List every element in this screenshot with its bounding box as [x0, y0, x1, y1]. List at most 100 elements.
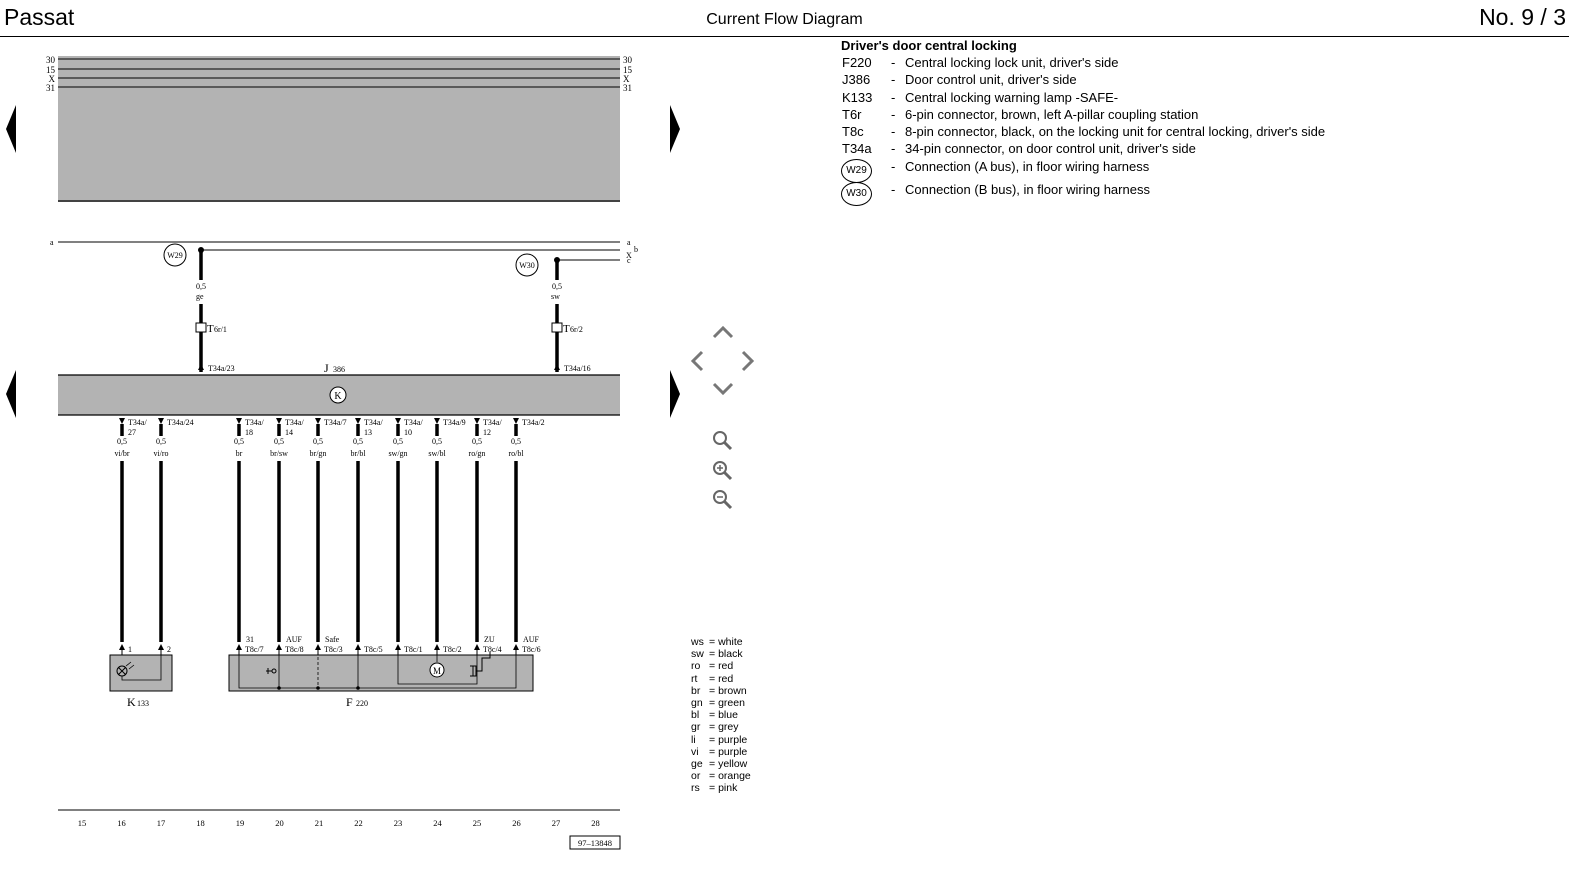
wire-pin-top-sub: 12: [483, 428, 491, 437]
vehicle-model: Passat: [4, 4, 75, 30]
color-abbr: gn: [691, 696, 703, 709]
track-number: 21: [315, 818, 324, 828]
motor-symbol: M: [433, 666, 441, 676]
legend-connection-item: W30-Connection (B bus), in floor wiring …: [841, 181, 1150, 206]
pan-right-icon[interactable]: [741, 350, 755, 372]
pin-arrow-top: [355, 418, 361, 424]
pin-arrow-bottom: [276, 644, 282, 650]
pin-arrow-top: [158, 418, 164, 424]
color-full-name: pink: [718, 782, 738, 795]
connection-w29: W29 0,5 ge T 6r/1 T34a/23: [163, 243, 235, 373]
wire-color: br/bl: [350, 449, 366, 458]
legend-code: F220: [842, 55, 872, 70]
track-number: 16: [117, 818, 126, 828]
zoom-out-icon[interactable]: [712, 489, 734, 511]
color-full-name: blue: [718, 709, 738, 722]
w29-label: W29: [167, 251, 183, 260]
plug-t6r1-sub: 6r/1: [214, 325, 227, 334]
pan-down-icon[interactable]: [712, 382, 734, 396]
j386-symbol-icon: K: [334, 391, 342, 402]
wire-pin-bottom: T8c/4: [483, 645, 502, 654]
bus-label-x: X: [626, 251, 632, 260]
legend-dash: -: [891, 141, 896, 157]
plug-t6r2-icon: [551, 322, 563, 333]
wire-pin-top-sub: 10: [404, 428, 412, 437]
wire-color: vi/ro: [153, 449, 168, 458]
next-page-upper-arrow-icon[interactable]: [668, 105, 682, 153]
color-full-name: red: [718, 660, 734, 673]
color-abbr: rt: [691, 672, 698, 685]
color-abbr: ge: [691, 757, 703, 770]
wire-size: 0,5: [234, 437, 244, 446]
wire-pin-top: T34a/7: [324, 418, 347, 427]
wire-color: br: [236, 449, 243, 458]
control-unit-j386: J 386 K: [58, 361, 620, 416]
page-title: Current Flow Diagram: [706, 11, 863, 28]
wire-size: 0,5: [313, 437, 323, 446]
prev-page-upper-arrow-icon[interactable]: [4, 105, 18, 153]
color-abbr: li: [691, 733, 696, 746]
zoom-fit-icon[interactable]: [712, 430, 734, 452]
pin-arrow-top: [119, 418, 125, 424]
legend-dash: -: [891, 72, 896, 88]
wire-pin-top: T34a/: [128, 418, 147, 427]
color-name: = yellow: [709, 757, 748, 770]
pan-left-icon[interactable]: [690, 350, 704, 372]
wire-size: 0,5: [117, 437, 127, 446]
pin-arrow-top: [395, 418, 401, 424]
wire-size: 0,5: [274, 437, 284, 446]
wire-pin-top-sub: 27: [128, 428, 136, 437]
diagram-ref-number: 97–13848: [578, 838, 612, 848]
track-number: 20: [275, 818, 284, 828]
legend-item: J386-Door control unit, driver's side: [841, 72, 1077, 89]
track-number: 23: [394, 818, 403, 828]
color-name: = purple: [709, 733, 748, 746]
wire-pin-top: T34a/: [404, 418, 423, 427]
pin-arrow-top: [434, 418, 440, 424]
wire-size: 0,5: [511, 437, 521, 446]
wire-pin-bottom: T8c/8: [285, 645, 304, 654]
color-name: = red: [709, 660, 734, 673]
wire-pin-top: T34a/24: [167, 418, 194, 427]
color-abbr: ro: [691, 660, 701, 673]
wire-pin-bottom: T8c/3: [324, 645, 343, 654]
bus-label-a-right: a: [627, 238, 631, 247]
w30-label: W30: [519, 261, 535, 270]
color-full-name: purple: [718, 745, 748, 758]
wire-size: 0,5: [393, 437, 403, 446]
page-header: Passat Current Flow Diagram No. 9 / 3: [0, 0, 1569, 37]
prev-page-lower-arrow-icon[interactable]: [4, 370, 18, 418]
pin-t34a-16: T34a/16: [564, 364, 591, 373]
pan-up-icon[interactable]: [712, 325, 734, 339]
pin-arrow-top: [276, 418, 282, 424]
legend-desc: Central locking lock unit, driver's side: [905, 55, 1119, 70]
color-abbr: br: [691, 684, 701, 697]
pin-arrow-top: [315, 418, 321, 424]
track-number: 24: [433, 818, 442, 828]
page-number: No. 9 / 3: [1479, 4, 1566, 30]
switch-safe-icon: [266, 668, 272, 674]
zoom-in-icon[interactable]: [712, 460, 734, 482]
pin-arrow-bottom: [355, 644, 361, 650]
wire-1: T34a/270,5vi/br1: [114, 418, 147, 655]
j386-sub: 386: [333, 365, 345, 374]
wire-pin-bottom: T8c/2: [443, 645, 462, 654]
next-page-lower-arrow-icon[interactable]: [668, 370, 682, 418]
wire-size: 0,5: [156, 437, 166, 446]
legend-item: T34a-34-pin connector, on door control u…: [841, 141, 1196, 158]
legend-desc: 34-pin connector, on door control unit, …: [905, 141, 1196, 157]
color-name: = white: [709, 636, 743, 648]
connection-circle-icon: W29: [841, 158, 872, 183]
wire-pin-top-sub: 13: [364, 428, 372, 437]
legend-item: T6r-6-pin connector, brown, left A-pilla…: [841, 107, 1198, 124]
legend-item: T8c-8-pin connector, black, on the locki…: [841, 124, 1325, 141]
wire-color: ro/bl: [508, 449, 524, 458]
wire-pin-top: T34a/9: [443, 418, 466, 427]
wire-pin-bottom: T8c/1: [404, 645, 423, 654]
pin-arrow-bottom: [395, 644, 401, 650]
connection-circle-icon: W30: [841, 181, 872, 206]
legend-dash: -: [891, 89, 896, 105]
color-full-name: purple: [718, 733, 748, 746]
